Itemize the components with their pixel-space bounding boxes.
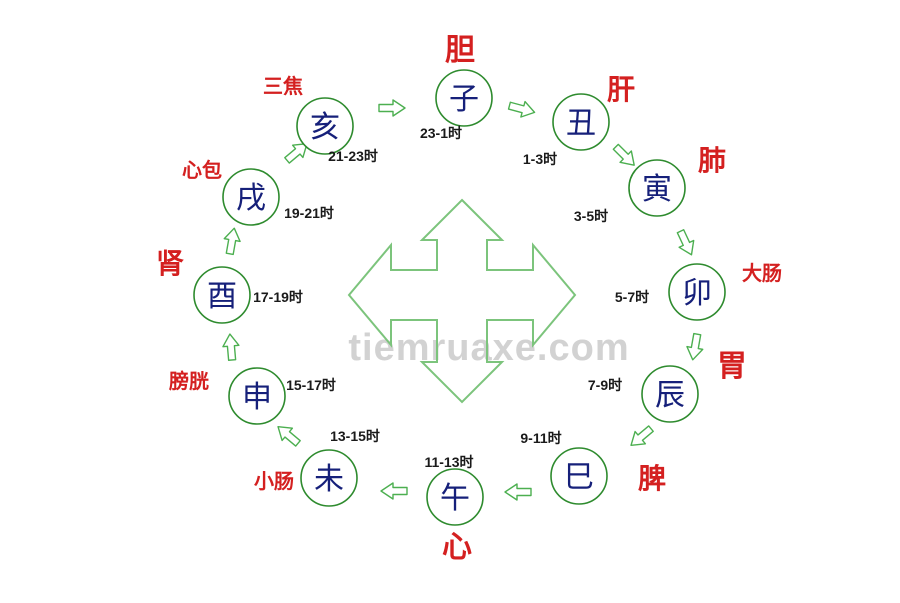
organ-label: 三焦 [263, 74, 303, 98]
station: 亥 21-23时 三焦 [263, 74, 378, 164]
organ-label: 胃 [717, 349, 747, 384]
time-range-label: 11-13时 [424, 454, 473, 470]
earthly-branch-label: 辰 [655, 378, 685, 413]
station: 卯 5-7时 大肠 [615, 261, 782, 321]
earthly-branch-label: 巳 [564, 460, 594, 495]
earthly-branch-label: 午 [440, 481, 470, 516]
organ-label: 胆 [445, 33, 475, 68]
earthly-branch-label: 寅 [642, 172, 672, 207]
earthly-branch-label: 酉 [207, 279, 237, 314]
station-circle [222, 168, 280, 226]
flow-arrow-icon [507, 100, 536, 118]
flow-arrow-icon [612, 143, 635, 166]
station: 寅 3-5时 肺 [574, 144, 726, 224]
station-circle [300, 449, 358, 507]
organ-label: 脾 [638, 462, 666, 495]
station-circle [641, 365, 699, 423]
flow-arrow-icon [284, 142, 308, 164]
flow-arrow-icon [277, 425, 301, 447]
flow-arrow-icon [504, 483, 532, 501]
station-circle [550, 447, 608, 505]
station-circle [228, 367, 286, 425]
station: 丑 1-3时 肝 [523, 73, 635, 167]
station: 酉 17-19时 肾 [156, 247, 303, 324]
organ-label: 肝 [607, 73, 635, 106]
station-circle [552, 93, 610, 151]
station: 申 15-17时 膀胱 [168, 367, 336, 425]
time-range-label: 19-21时 [284, 205, 334, 221]
station: 辰 7-9时 胃 [588, 349, 747, 423]
station: 戌 19-21时 心包 [182, 158, 334, 226]
station-circle [668, 263, 726, 321]
time-range-label: 9-11时 [520, 430, 561, 446]
time-range-label: 7-9时 [588, 377, 622, 393]
flow-arrows [222, 99, 704, 501]
earthly-branch-label: 未 [314, 462, 344, 497]
earthly-branch-label: 子 [449, 82, 479, 117]
flow-arrow-icon [676, 229, 695, 256]
earthly-branch-label: 申 [242, 380, 272, 415]
time-range-label: 13-15时 [330, 428, 380, 444]
flow-arrow-icon [380, 482, 408, 500]
organ-label: 小肠 [254, 469, 294, 493]
flow-arrow-icon [222, 333, 240, 361]
earthly-branch-label: 亥 [310, 110, 340, 145]
organ-label: 心 [442, 530, 472, 565]
flow-arrow-icon [630, 425, 654, 447]
organ-label: 肺 [698, 144, 726, 177]
station: 子 23-1时 胆 [420, 33, 493, 141]
time-range-label: 5-7时 [615, 289, 649, 305]
flow-arrow-icon [223, 227, 241, 256]
time-range-label: 23-1时 [420, 125, 462, 141]
organ-label: 心包 [182, 158, 222, 182]
station-circle [435, 69, 493, 127]
stations: 子23-1时胆丑1-3时肝寅3-5时肺卯5-7时大肠辰7-9时胃巳9-11时脾午… [156, 33, 782, 565]
station-circle [296, 97, 354, 155]
time-range-label: 17-19时 [253, 289, 303, 305]
time-range-label: 1-3时 [523, 151, 557, 167]
time-range-label: 15-17时 [286, 377, 336, 393]
flow-arrow-icon [378, 99, 406, 117]
time-range-label: 21-23时 [328, 148, 378, 164]
time-range-label: 3-5时 [574, 208, 608, 224]
four-way-arrow-shape [347, 198, 577, 404]
station-circle [193, 266, 251, 324]
organ-label: 膀胱 [168, 369, 209, 393]
station-circle [628, 159, 686, 217]
organ-label: 肾 [156, 247, 184, 280]
earthly-branch-label: 戌 [236, 181, 266, 216]
four-way-arrow-icon [347, 198, 577, 404]
flow-arrow-icon [686, 332, 704, 361]
earthly-branch-label: 卯 [682, 276, 712, 311]
station-circle [426, 468, 484, 526]
earthly-branch-label: 丑 [566, 106, 596, 141]
organ-label: 大肠 [742, 261, 782, 285]
